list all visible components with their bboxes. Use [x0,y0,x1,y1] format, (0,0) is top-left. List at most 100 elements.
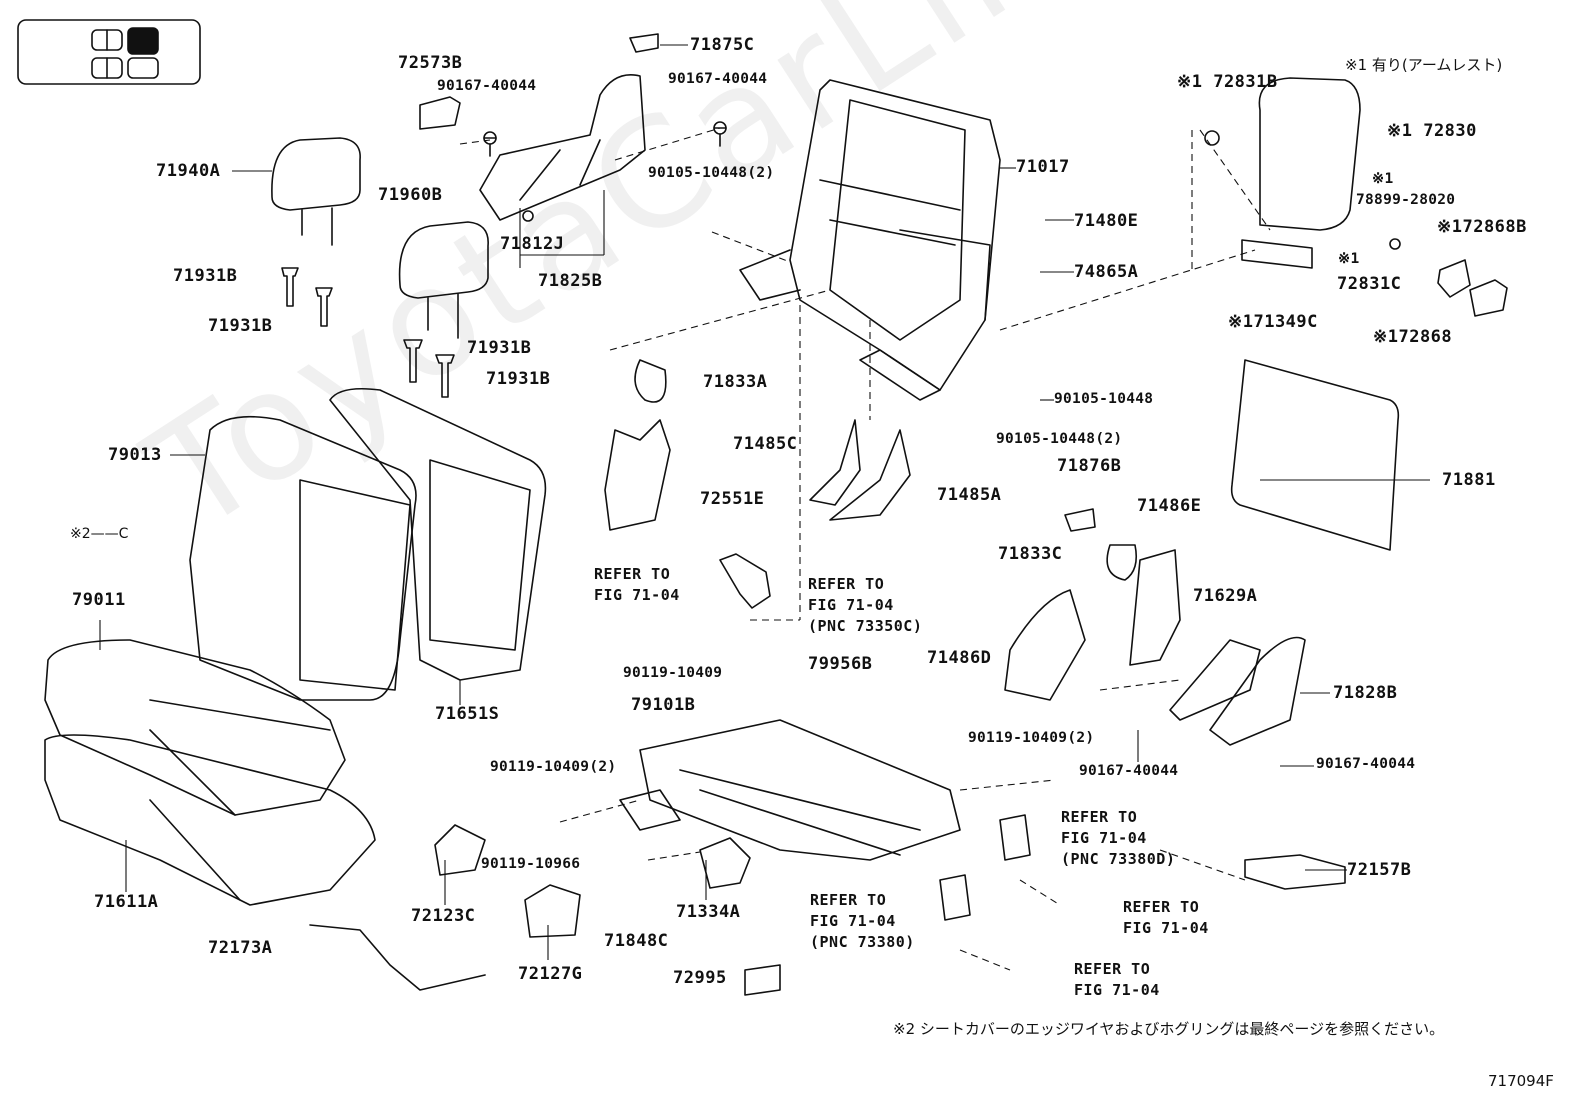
label-72123c[interactable]: 72123C [411,906,476,926]
label-71825b[interactable]: 71825B [538,271,603,291]
part-72868 [1437,259,1471,298]
label-72830[interactable]: ※1 72830 [1387,121,1477,141]
cover-71486e [1129,549,1181,666]
note-armrest: ※1 有り(アームレスト) [1345,56,1503,74]
refer-fig-71-04-b[interactable]: REFER TO FIG 71-04 [1123,898,1209,937]
belt-buckle-73350c [719,553,771,609]
part-71833c [1106,544,1138,581]
cushion-pad-71611a [44,734,376,906]
part-72573b [419,96,461,130]
label-90167-b[interactable]: 90167-40044 [668,71,768,87]
label-71349c[interactable]: ※171349C [1228,312,1318,332]
clip-72831c [1389,238,1401,250]
label-71486e[interactable]: 71486E [1137,496,1202,516]
label-71848c[interactable]: 71848C [604,931,669,951]
label-71334a[interactable]: 71334A [676,902,741,922]
refer-fig-71-04-a[interactable]: REFER TO FIG 71-04 [594,565,680,604]
label-71876b[interactable]: 71876B [1057,456,1122,476]
label-72868b[interactable]: ※172868B [1437,217,1527,237]
headrest-71940a [271,137,361,246]
label-78899-28020[interactable]: 78899-28020 [1356,192,1456,208]
label-71875c[interactable]: 71875C [690,35,755,55]
label-72551e[interactable]: 72551E [700,489,765,509]
part-72551e [604,419,671,531]
label-71485a[interactable]: 71485A [937,485,1002,505]
label-79101b[interactable]: 79101B [631,695,696,715]
label-71931b-2[interactable]: 71931B [208,316,273,336]
label-71931b-1[interactable]: 71931B [173,266,238,286]
label-71611a[interactable]: 71611A [94,892,159,912]
board-71881 [1230,359,1400,551]
bolt-90167-a [483,131,497,157]
wire-72173a [309,924,486,991]
clip-72831b [1204,130,1220,146]
cover-72157b [1244,854,1346,890]
label-71931b-4[interactable]: 71931B [486,369,551,389]
part-71876b [1064,508,1096,532]
label-79013[interactable]: 79013 [108,445,162,465]
label-90105-c[interactable]: 90105-10448(2) [996,431,1123,447]
label-90105-b[interactable]: 90105-10448 [1054,391,1154,407]
label-71629a[interactable]: 71629A [1193,586,1258,606]
label-71940a[interactable]: 71940A [156,161,221,181]
note-2: ※2 シートカバーのエッジワイヤおよびホグリングは最終ページを参照ください。 [893,1020,1445,1038]
label-90119-a[interactable]: 90119-10409 [623,665,723,681]
label-71480e[interactable]: 71480E [1074,211,1139,231]
label-71651s[interactable]: 71651S [435,704,500,724]
label-71017[interactable]: 71017 [1016,157,1070,177]
label-72868[interactable]: ※172868 [1373,327,1453,347]
diagram-id: 717094F [1488,1072,1554,1090]
label-72127g[interactable]: 72127G [518,964,583,984]
label-71960b[interactable]: 71960B [378,185,443,205]
label-71931b-3[interactable]: 71931B [467,338,532,358]
cover-71629a [1169,639,1261,721]
label-71833a[interactable]: 71833A [703,372,768,392]
seatback-cover-79013 [189,415,417,701]
seat-layout-icon [17,19,201,85]
cover-72123c [434,824,486,876]
bolt-90167-b [713,121,727,147]
label-71812j[interactable]: 71812J [500,234,565,254]
label-90167-a[interactable]: 90167-40044 [437,78,537,94]
label-72831c-marker: ※1 [1338,251,1360,267]
part-71334a [699,837,751,889]
clip-71812j [522,210,534,222]
label-71485c[interactable]: 71485C [733,434,798,454]
cover-72127g [524,884,581,938]
label-71881[interactable]: 71881 [1442,470,1496,490]
seatback-pad-71651s [329,387,547,681]
label-72157b[interactable]: 72157B [1347,860,1412,880]
label-79011[interactable]: 79011 [72,590,126,610]
label-71486d[interactable]: 71486D [927,648,992,668]
label-72173a[interactable]: 72173A [208,938,273,958]
refer-fig-71-04-pnc-73350c[interactable]: REFER TO FIG 71-04 (PNC 73350C) [808,575,923,635]
label-71828b[interactable]: 71828B [1333,683,1398,703]
bracket-71485a [829,429,911,521]
guides-71931b [281,267,455,398]
label-71833c[interactable]: 71833C [998,544,1063,564]
label-74865a[interactable]: 74865A [1074,262,1139,282]
bracket-71485c [809,419,861,506]
label-72995[interactable]: 72995 [673,968,727,988]
label-90105-a[interactable]: 90105-10448(2) [648,165,775,181]
label-72831b[interactable]: ※1 72831B [1177,72,1278,92]
label-90167-c[interactable]: 90167-40044 [1079,763,1179,779]
label-78899-marker: ※1 [1372,171,1394,187]
seat-belt-buckles [939,814,1031,921]
label-72831c[interactable]: 72831C [1337,274,1402,294]
note-2-marker: ※2——C [70,526,129,542]
label-79956b[interactable]: 79956B [808,654,873,674]
label-72573b[interactable]: 72573B [398,53,463,73]
headrest-71960b [398,221,489,339]
refer-fig-71-04-pnc-73380[interactable]: REFER TO FIG 71-04 (PNC 73380) [810,891,915,951]
part-71833a [634,359,667,403]
part-71349c [1241,239,1313,269]
refer-fig-71-04-c[interactable]: REFER TO FIG 71-04 [1074,960,1160,999]
label-90119-d[interactable]: 90119-10966 [481,856,581,872]
label-90119-c[interactable]: 90119-10409(2) [490,759,617,775]
refer-fig-71-04-pnc-73380d[interactable]: REFER TO FIG 71-04 (PNC 73380D) [1061,808,1176,868]
label-90119-b[interactable]: 90119-10409(2) [968,730,1095,746]
label-90167-d[interactable]: 90167-40044 [1316,756,1416,772]
